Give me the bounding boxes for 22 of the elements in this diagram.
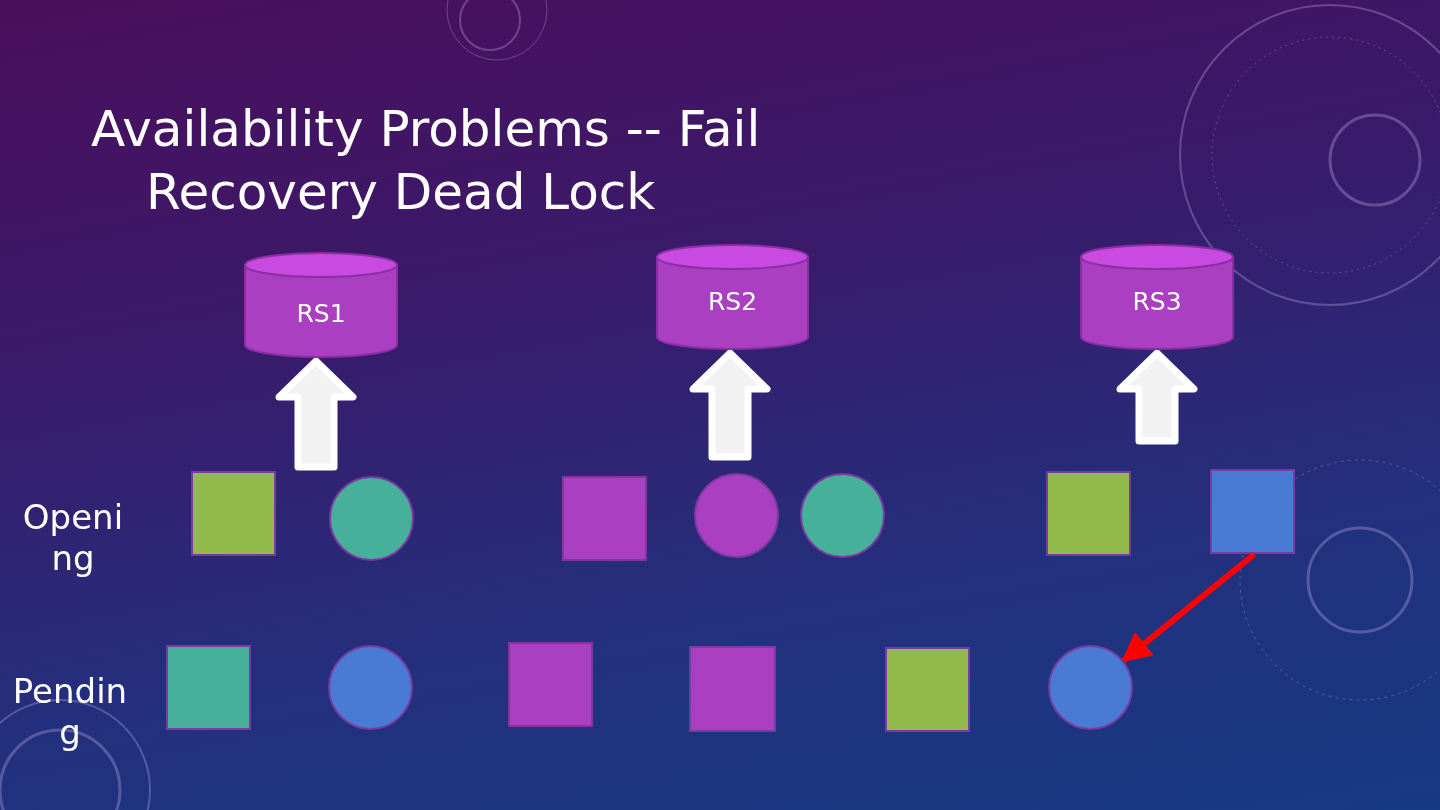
row-label: Pending bbox=[11, 671, 129, 753]
square-shape bbox=[508, 642, 593, 727]
circle-shape bbox=[329, 476, 414, 561]
row-label: Opening bbox=[21, 497, 125, 579]
node-label: RS3 bbox=[1132, 286, 1182, 316]
square-shape bbox=[166, 645, 251, 730]
square-shape bbox=[689, 646, 776, 732]
block-arrow bbox=[275, 357, 357, 471]
slide-title: Availability Problems -- Fail Recovery Dead Lock bbox=[91, 99, 762, 223]
circle-shape bbox=[800, 473, 885, 558]
block-arrow bbox=[1116, 349, 1198, 445]
circle-shape bbox=[328, 645, 413, 730]
block-arrow bbox=[689, 349, 771, 461]
square-shape bbox=[885, 647, 970, 732]
square-shape bbox=[1046, 471, 1131, 556]
square-shape bbox=[191, 471, 276, 556]
node-label: RS1 bbox=[296, 298, 346, 328]
circle-shape bbox=[694, 473, 779, 558]
node-label: RS2 bbox=[707, 286, 758, 316]
circle-shape bbox=[1048, 645, 1133, 730]
square-shape bbox=[1210, 469, 1295, 554]
square-shape bbox=[562, 476, 647, 561]
